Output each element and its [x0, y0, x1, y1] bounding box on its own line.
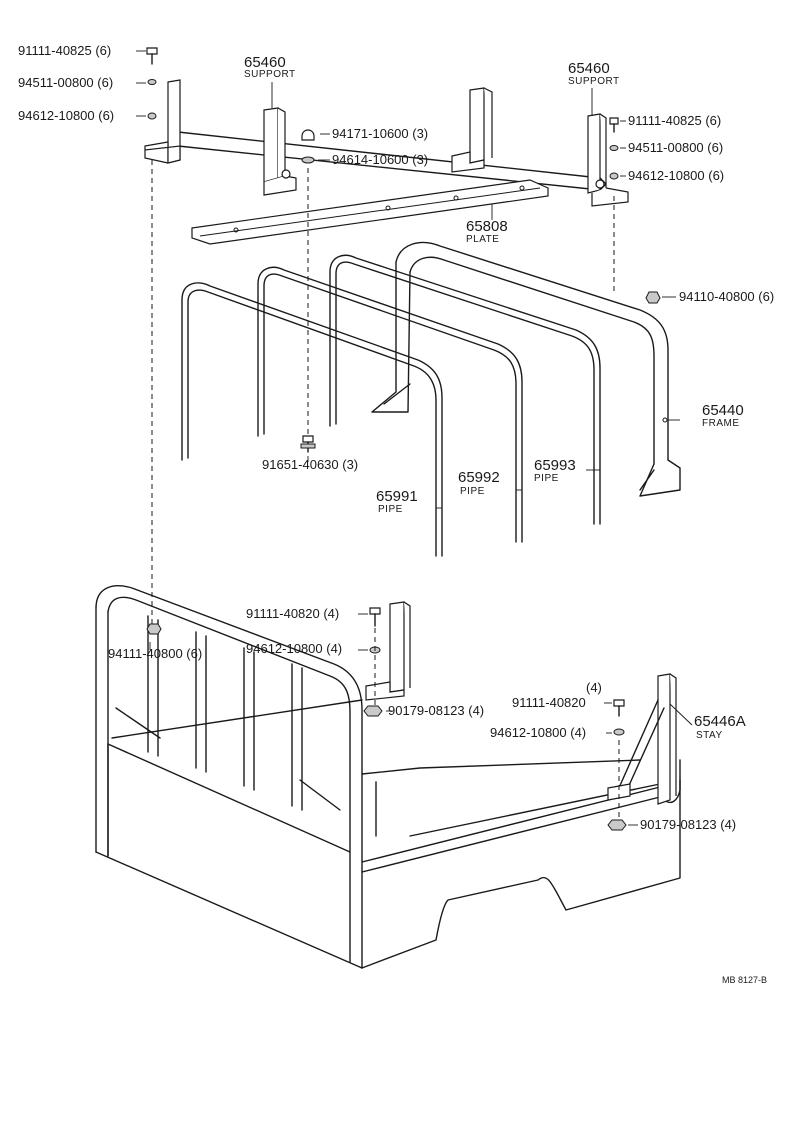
stay-assembly: [365, 601, 677, 805]
leader-lines: [136, 50, 693, 826]
label-65446A: 65446A: [694, 713, 746, 730]
alignment-lines: [151, 160, 620, 820]
plate: [191, 179, 549, 245]
label-65808-plate: PLATE: [466, 234, 500, 245]
label-65992-pipe: PIPE: [460, 486, 485, 497]
fasteners-bottom: [146, 607, 627, 831]
label-94612-10800-lower: 94612-10800 (4): [490, 725, 587, 740]
support-right: [587, 113, 629, 207]
label-94511-00800-right: 94511-00800 (6): [628, 140, 724, 155]
frame: [371, 241, 681, 497]
label-94111-40800: 94111-40800 (6): [108, 646, 203, 661]
drawing-reference-code: MB 8127-B: [722, 975, 768, 985]
label-65460-right: 65460: [568, 60, 610, 77]
label-65440: 65440: [702, 402, 744, 419]
label-65460-left: 65460: [244, 54, 286, 71]
pipe-65992: [257, 266, 523, 543]
label-65992: 65992: [458, 469, 500, 486]
label-91111-40820-upper: 91111-40820 (4): [246, 606, 340, 621]
label-65808: 65808: [466, 218, 508, 235]
label-94614-10600: 94614-10600 (3): [332, 152, 429, 167]
label-91111-40820-lower: 91111-40820: [512, 695, 586, 710]
label-94612-10800-left: 94612-10800 (6): [18, 108, 115, 123]
left-end-bracket: [144, 79, 181, 164]
label-94511-00800-left: 94511-00800 (6): [18, 75, 114, 90]
label-91651-40630: 91651-40630 (3): [262, 457, 359, 472]
label-94612-10800-upper: 94612-10800 (4): [246, 641, 343, 656]
support-left: [263, 107, 297, 196]
label-65446A-stay: STAY: [696, 730, 723, 741]
label-65460-right-support: SUPPORT: [568, 76, 620, 87]
label-91111-40825-left: 91111-40825 (6): [18, 43, 112, 58]
label-94171-10600: 94171-10600 (3): [332, 126, 429, 141]
support-mid-bracket: [451, 87, 493, 173]
label-91111-40825-right: 91111-40825 (6): [628, 113, 722, 128]
pipe-65991: [181, 282, 443, 557]
label-94612-10800-right: 94612-10800 (6): [628, 168, 725, 183]
label-94110-40800: 94110-40800 (6): [679, 289, 775, 304]
label-65991: 65991: [376, 488, 418, 505]
label-qty-4: (4): [586, 680, 602, 695]
label-65460-left-support: SUPPORT: [244, 69, 296, 80]
label-65440-frame: FRAME: [702, 418, 740, 429]
fasteners-top: [146, 47, 661, 453]
label-65993-pipe: PIPE: [534, 473, 559, 484]
pipe-65993: [329, 254, 601, 525]
truck-bed: [95, 585, 681, 969]
label-65991-pipe: PIPE: [378, 504, 403, 515]
label-90179-08123-upper: 90179-08123 (4): [388, 703, 485, 718]
label-90179-08123-lower: 90179-08123 (4): [640, 817, 737, 832]
label-65993: 65993: [534, 457, 576, 474]
